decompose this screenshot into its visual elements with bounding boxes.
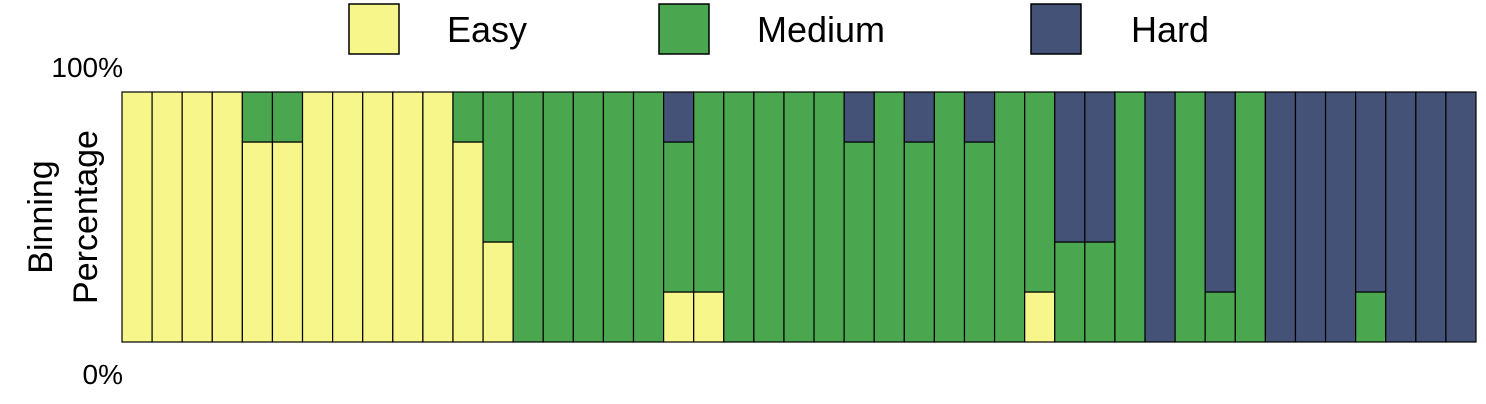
bar-31-easy [1024, 291, 1056, 343]
bar-1-easy [121, 91, 153, 343]
bar-26-medium [873, 91, 905, 343]
y-axis-label-line2: Percentage [67, 130, 105, 304]
bar-3-easy [181, 91, 213, 343]
bar-22-medium [753, 91, 785, 343]
bar-20-medium [693, 91, 725, 293]
bar-18-medium [632, 91, 665, 343]
bar-32-medium [1054, 241, 1086, 343]
bar-29-hard [963, 91, 996, 143]
bar-20-easy [693, 291, 725, 343]
legend-label-hard: Hard [1131, 9, 1209, 50]
bar-19-hard [662, 91, 695, 143]
bar-27-medium [903, 141, 935, 343]
bar-5-medium [241, 91, 274, 143]
bar-19-medium [662, 141, 695, 293]
bar-25-hard [843, 91, 875, 143]
bar-12-medium [452, 91, 484, 143]
bar-40-hard [1294, 91, 1327, 343]
bar-6-easy [271, 141, 304, 343]
bar-12-easy [452, 141, 484, 343]
bar-33-hard [1084, 91, 1116, 243]
bar-7-easy [301, 91, 334, 343]
bar-15-medium [542, 91, 574, 343]
bar-27-hard [903, 91, 935, 143]
bar-6-medium [271, 91, 304, 143]
y-axis-label-line1: Binning [22, 160, 60, 273]
bar-41-hard [1324, 91, 1357, 343]
bar-10-easy [392, 91, 424, 343]
bar-17-medium [602, 91, 635, 343]
bar-2-easy [151, 91, 183, 343]
bar-42-hard [1355, 91, 1387, 293]
bar-25-medium [843, 141, 875, 343]
bar-39-hard [1264, 91, 1297, 343]
bar-43-hard [1385, 91, 1417, 343]
bar-29-medium [963, 141, 996, 343]
bar-13-medium [482, 91, 514, 243]
bar-35-hard [1144, 91, 1176, 343]
legend-swatch-easy [348, 3, 400, 55]
bar-4-easy [211, 91, 243, 343]
bar-38-medium [1234, 91, 1266, 343]
bar-13-easy [482, 241, 514, 343]
bars-group [121, 91, 1477, 343]
bar-45-hard [1445, 91, 1477, 343]
bar-28-medium [933, 91, 966, 343]
bar-33-medium [1084, 241, 1116, 343]
legend: Easy Medium Hard [348, 3, 1209, 55]
legend-label-easy: Easy [447, 9, 527, 50]
bar-37-hard [1204, 91, 1236, 293]
legend-swatch-hard [1030, 3, 1082, 55]
y-tick-100: 100% [51, 52, 123, 83]
bar-31-medium [1024, 91, 1056, 293]
bar-8-easy [332, 91, 364, 343]
bar-14-medium [512, 91, 544, 343]
bar-36-medium [1174, 91, 1206, 343]
legend-swatch-medium [658, 3, 710, 55]
bar-21-medium [723, 91, 755, 343]
bar-19-easy [662, 291, 695, 343]
bar-34-medium [1114, 91, 1146, 343]
bar-37-medium [1204, 291, 1236, 343]
legend-label-medium: Medium [757, 9, 885, 50]
bar-44-hard [1415, 91, 1447, 343]
bar-32-hard [1054, 91, 1086, 243]
bar-23-medium [783, 91, 815, 343]
bar-11-easy [422, 91, 454, 343]
bar-16-medium [572, 91, 605, 343]
bar-24-medium [813, 91, 845, 343]
bar-5-easy [241, 141, 274, 343]
bar-9-easy [362, 91, 394, 343]
y-tick-0: 0% [83, 359, 123, 390]
bar-30-medium [993, 91, 1026, 343]
bar-42-medium [1355, 291, 1387, 343]
